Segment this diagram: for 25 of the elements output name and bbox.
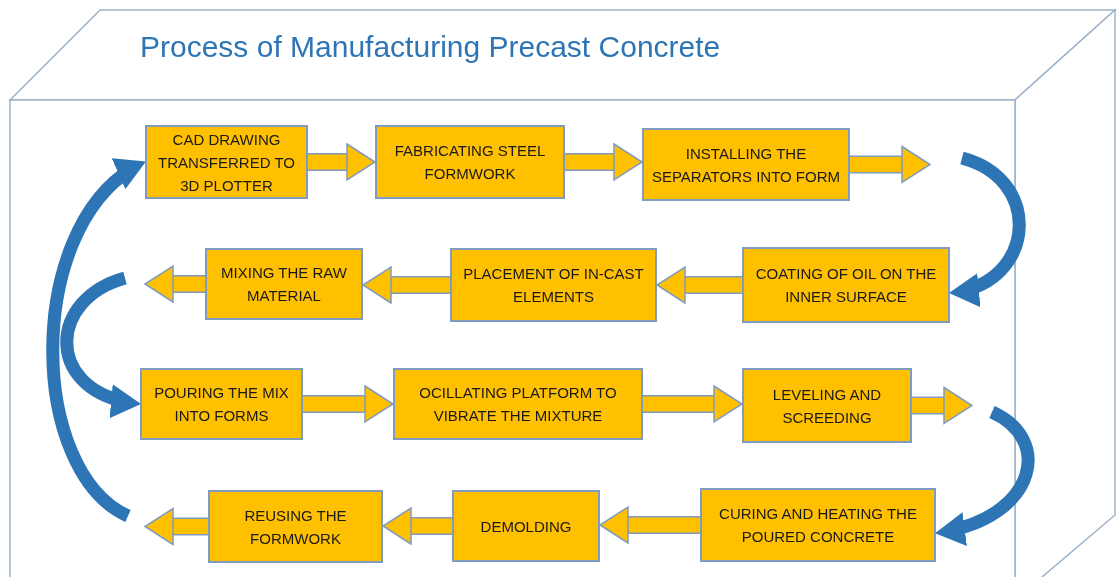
step-label: DEMOLDING	[480, 516, 572, 537]
process-box	[450, 248, 657, 322]
step-label: REUSING THE FORMWORK	[243, 505, 348, 549]
step-label: CAD DRAWING TRANSFERRED TO 3D PLOTTER	[157, 129, 296, 196]
process-box	[452, 490, 600, 562]
step-label: LEVELING AND SCREEDING	[771, 384, 883, 428]
step-label: CURING AND HEATING THE POURED CONCRETE	[718, 504, 918, 547]
process-box	[140, 368, 303, 440]
process-box	[145, 125, 308, 199]
process-box	[208, 490, 383, 563]
process-box	[742, 368, 912, 443]
process-box	[742, 247, 950, 323]
step-label: OCILLATING PLATFORM TO VIBRATE THE MIXTURE	[418, 383, 618, 426]
step-label: COATING OF OIL ON THE INNER SURFACE	[754, 264, 938, 307]
process-box	[642, 128, 850, 201]
step-label: POURING THE MIX INTO FORMS	[153, 383, 290, 426]
title: Process of Manufacturing Precast Concrete	[140, 30, 721, 64]
step-label: FABRICATING STEEL FORMWORK	[393, 141, 547, 184]
step-label: MIXING THE RAW MATERIAL	[220, 263, 348, 306]
process-box	[700, 488, 936, 562]
process-box	[393, 368, 643, 440]
process-box	[375, 125, 565, 199]
step-label: PLACEMENT OF IN-CAST ELEMENTS	[462, 264, 645, 307]
process-box	[205, 248, 363, 320]
step-label: INSTALLING THE SEPARATORS INTO FORM	[650, 143, 842, 187]
